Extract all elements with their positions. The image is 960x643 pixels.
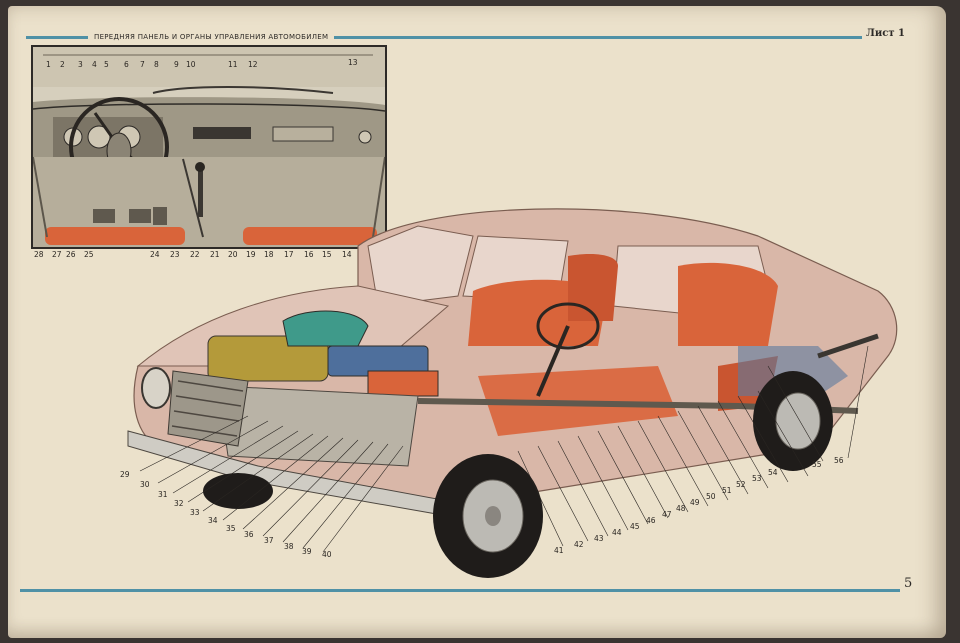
callout-car-53: 53 bbox=[752, 474, 762, 483]
callout-car-36: 36 bbox=[244, 530, 254, 539]
bottom-rule bbox=[20, 589, 900, 592]
callout-car-31: 31 bbox=[158, 490, 168, 499]
top-rule bbox=[26, 36, 862, 39]
callout-car-33: 33 bbox=[190, 508, 200, 517]
page-header-title: ПЕРЕДНЯЯ ПАНЕЛЬ И ОРГАНЫ УПРАВЛЕНИЯ АВТО… bbox=[88, 33, 335, 41]
callout-car-54: 54 bbox=[768, 468, 778, 477]
callout-car-30: 30 bbox=[140, 480, 150, 489]
callout-car-39: 39 bbox=[302, 547, 312, 556]
callout-car-50: 50 bbox=[706, 492, 716, 501]
callout-inset-10: 10 bbox=[186, 60, 196, 69]
callout-car-55: 55 bbox=[812, 460, 822, 469]
callout-inset-21: 21 bbox=[210, 250, 220, 259]
callout-inset-7: 7 bbox=[140, 60, 145, 69]
callout-inset-27: 27 bbox=[52, 250, 62, 259]
callout-car-40: 40 bbox=[322, 550, 332, 559]
callout-inset-26: 26 bbox=[66, 250, 76, 259]
callout-inset-28: 28 bbox=[34, 250, 44, 259]
callout-car-48: 48 bbox=[676, 504, 686, 513]
callout-car-32: 32 bbox=[174, 499, 184, 508]
callout-inset-19: 19 bbox=[246, 250, 256, 259]
callout-car-29: 29 bbox=[120, 470, 130, 479]
page-number: 5 bbox=[904, 576, 913, 591]
callout-car-35: 35 bbox=[226, 524, 236, 533]
callout-inset-9: 9 bbox=[174, 60, 179, 69]
callout-inset-23: 23 bbox=[170, 250, 180, 259]
callout-car-38: 38 bbox=[284, 542, 294, 551]
callout-inset-11: 11 bbox=[228, 60, 238, 69]
callout-inset-13: 13 bbox=[348, 58, 358, 67]
callout-car-52: 52 bbox=[736, 480, 746, 489]
callout-car-46: 46 bbox=[646, 516, 656, 525]
car-cutaway-illustration bbox=[127, 208, 898, 578]
callout-car-56: 56 bbox=[834, 456, 844, 465]
sheet-label: Лист 1 bbox=[866, 28, 905, 39]
callout-inset-2: 2 bbox=[60, 60, 65, 69]
callout-inset-18: 18 bbox=[264, 250, 274, 259]
callout-car-47: 47 bbox=[662, 510, 672, 519]
callout-inset-3: 3 bbox=[78, 60, 83, 69]
manual-page: ПЕРЕДНЯЯ ПАНЕЛЬ И ОРГАНЫ УПРАВЛЕНИЯ АВТО… bbox=[8, 6, 946, 638]
callout-inset-8: 8 bbox=[154, 60, 159, 69]
callout-car-34: 34 bbox=[208, 516, 218, 525]
callout-inset-15: 15 bbox=[322, 250, 332, 259]
callout-car-45: 45 bbox=[630, 522, 640, 531]
callout-inset-5: 5 bbox=[104, 60, 109, 69]
callout-inset-16: 16 bbox=[304, 250, 314, 259]
callout-inset-4: 4 bbox=[92, 60, 97, 69]
callout-inset-20: 20 bbox=[228, 250, 238, 259]
callout-car-42: 42 bbox=[574, 540, 584, 549]
callout-car-37: 37 bbox=[264, 536, 274, 545]
callout-inset-1: 1 bbox=[46, 60, 51, 69]
dashboard-inset-illustration bbox=[31, 45, 387, 249]
callout-inset-25: 25 bbox=[84, 250, 94, 259]
callout-inset-14: 14 bbox=[342, 250, 352, 259]
callout-inset-24: 24 bbox=[150, 250, 160, 259]
callout-car-49: 49 bbox=[690, 498, 700, 507]
callout-inset-12: 12 bbox=[248, 60, 258, 69]
callout-inset-22: 22 bbox=[190, 250, 200, 259]
callout-car-51: 51 bbox=[722, 486, 732, 495]
callout-inset-17: 17 bbox=[284, 250, 294, 259]
dashboard-drawing bbox=[33, 47, 385, 247]
callout-inset-6: 6 bbox=[124, 60, 129, 69]
callout-car-41: 41 bbox=[554, 546, 564, 555]
callout-car-43: 43 bbox=[594, 534, 604, 543]
callout-car-44: 44 bbox=[612, 528, 622, 537]
